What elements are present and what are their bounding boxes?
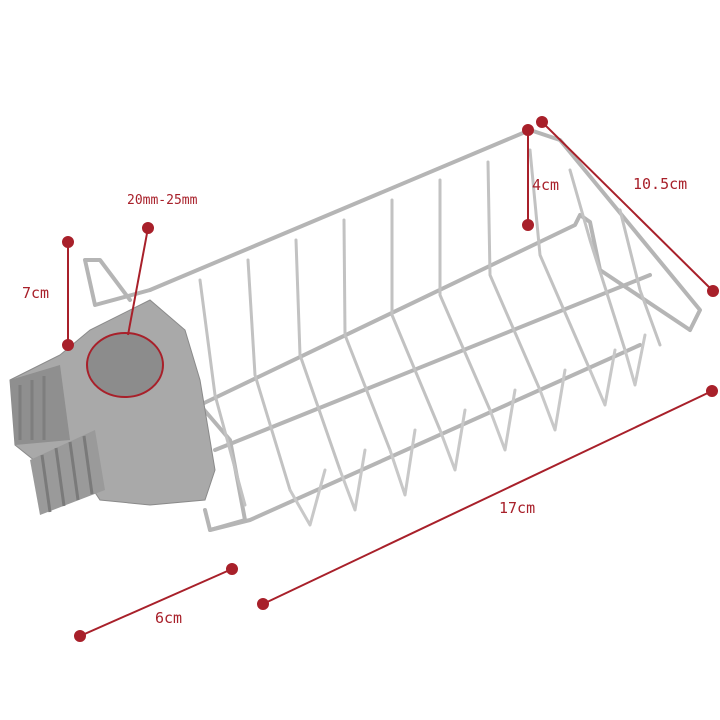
basket-depth-label: 4cm bbox=[532, 176, 560, 194]
clamp-height-label: 7cm bbox=[22, 284, 50, 302]
clamp-diameter-label: 20mm-25mm bbox=[127, 193, 198, 208]
basket-length-label: 17cm bbox=[499, 499, 536, 517]
faucet-clamp bbox=[9, 299, 216, 515]
clamp-length-label: 6cm bbox=[155, 609, 183, 627]
wire-basket bbox=[83, 128, 702, 532]
dimension-annotations bbox=[62, 116, 719, 642]
basket-width-label: 10.5cm bbox=[633, 175, 688, 193]
